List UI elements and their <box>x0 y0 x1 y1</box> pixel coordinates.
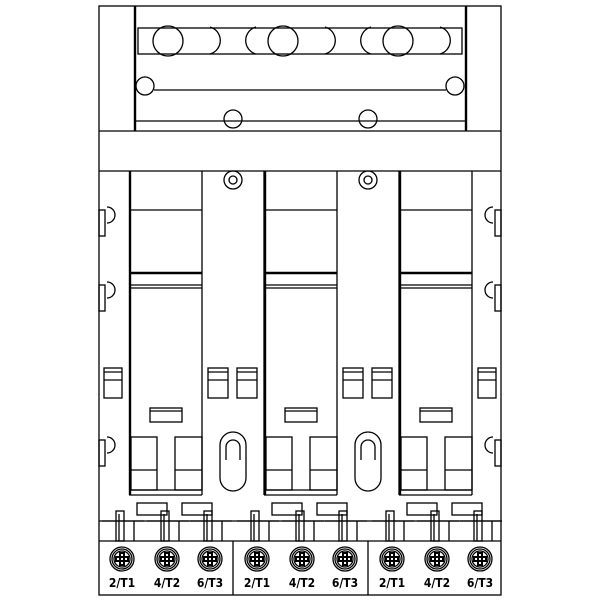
phillips-screw-icon[interactable] <box>332 546 358 572</box>
pole-module <box>263 171 338 496</box>
pole-module <box>128 171 203 496</box>
outer-housing <box>98 5 502 596</box>
side-clip <box>484 436 502 467</box>
side-latch <box>103 367 123 399</box>
phillips-screw-icon[interactable] <box>424 546 450 572</box>
terminal-label: 4/T2 <box>289 576 315 590</box>
terminal-label: 6/T3 <box>467 576 493 590</box>
terminal-housing <box>102 502 168 542</box>
terminal-label: 4/T2 <box>154 576 180 590</box>
terminal-block: 2/T1 4/T2 6/T3 2/T1 4/T2 6/T3 2/T1 4/T2 6/T3 <box>109 546 493 590</box>
keyhole-slot <box>219 431 247 492</box>
top-cover <box>133 6 468 131</box>
terminal-label: 6/T3 <box>197 576 223 590</box>
side-clip <box>484 206 502 237</box>
terminal-label: 2/T1 <box>379 576 405 590</box>
phillips-screw-icon[interactable] <box>109 546 135 572</box>
terminal-label: 4/T2 <box>424 576 450 590</box>
terminal-housing <box>372 502 438 542</box>
terminal-label: 6/T3 <box>332 576 358 590</box>
terminal-housing <box>417 502 483 542</box>
phillips-screw-icon[interactable] <box>289 546 315 572</box>
side-clip <box>98 281 116 312</box>
phillips-screw-icon[interactable] <box>244 546 270 572</box>
contactor-body <box>98 170 502 542</box>
terminal-label: 2/T1 <box>244 576 270 590</box>
terminal-housing <box>282 502 348 542</box>
terminal-housing <box>237 502 303 542</box>
terminal-label: 2/T1 <box>109 576 135 590</box>
mounting-strip <box>342 170 400 495</box>
phillips-screw-icon[interactable] <box>379 546 405 572</box>
mounting-strip <box>207 170 265 495</box>
keyhole-slot <box>354 431 382 492</box>
phillips-screw-icon[interactable] <box>197 546 223 572</box>
side-clip <box>98 436 116 467</box>
terminal-housing <box>147 502 213 542</box>
side-clip <box>98 206 116 237</box>
phillips-screw-icon[interactable] <box>154 546 180 572</box>
pole-module <box>398 171 473 496</box>
phillips-screw-icon[interactable] <box>467 546 493 572</box>
side-latch <box>477 367 497 399</box>
side-clip <box>484 281 502 312</box>
